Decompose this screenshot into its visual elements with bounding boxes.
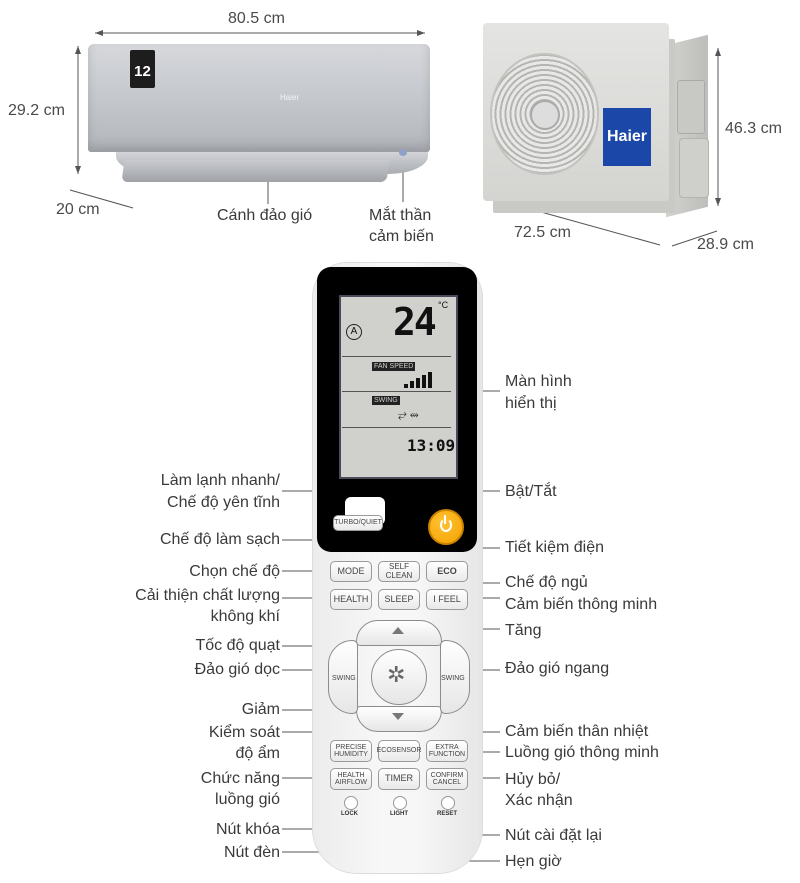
timer-callout: Hẹn giờ	[505, 853, 562, 870]
swing-left-label: SWING	[332, 675, 356, 682]
light-callout: Nút đèn	[223, 844, 280, 861]
up-arrow-icon	[392, 627, 404, 634]
sleep-callout: Chế độ ngủ	[505, 574, 588, 591]
outdoor-valve-cover	[679, 138, 709, 198]
swing-right-label: SWING	[441, 675, 465, 682]
haier-logo: Haier	[603, 108, 651, 166]
turbo-callout-line1: Làm lạnh nhanh/	[160, 472, 280, 489]
flap-label: Cánh đảo gió	[217, 207, 313, 224]
reset-button[interactable]	[441, 796, 455, 810]
auto-mode-icon: A	[346, 324, 362, 340]
lock-callout: Nút khóa	[215, 821, 280, 838]
swing-icons: ⥂ ⥈	[398, 409, 419, 421]
sensor-label-line2: cảm biến	[369, 228, 434, 245]
swing-right-button[interactable]	[440, 640, 470, 714]
swing-tag: SWING	[372, 396, 400, 405]
energy-rating-badge: 12	[130, 50, 155, 88]
airflow-callout-line2: luồng gió	[215, 791, 280, 808]
ecosensor-callout: Cảm biến thân nhiệt	[505, 723, 649, 740]
cancel-callout-line1: Hủy bỏ/	[505, 771, 561, 788]
light-label: LIGHT	[390, 811, 408, 817]
outdoor-connector	[677, 80, 705, 134]
humidity-callout-line1: Kiểm soát	[208, 724, 280, 741]
lcd-unit: °C	[438, 300, 449, 310]
power-button[interactable]	[428, 509, 464, 545]
indoor-depth-label: 20 cm	[56, 201, 100, 218]
fan-hub	[530, 100, 560, 130]
lcd-divider	[342, 356, 451, 357]
up-button[interactable]	[356, 620, 442, 646]
power-icon	[440, 518, 452, 532]
ecosensor-button[interactable]: ECOSENSOR	[377, 740, 421, 762]
ifeel-button[interactable]: I FEEL	[426, 589, 468, 610]
cancel-callout-line2: Xác nhận	[505, 792, 573, 809]
fan-speed-callout: Tốc độ quạt	[195, 637, 281, 654]
swing-vertical-callout: Đảo gió dọc	[194, 661, 280, 678]
reset-callout: Nút cài đặt lại	[505, 827, 602, 844]
power-callout: Bật/Tắt	[505, 483, 557, 500]
lock-label: LOCK	[341, 811, 358, 817]
mode-button[interactable]: MODE	[330, 561, 372, 582]
light-button[interactable]	[393, 796, 407, 810]
timer-button[interactable]: TIMER	[378, 768, 420, 790]
indoor-logo: Haier	[280, 93, 300, 102]
down-callout: Giảm	[241, 701, 280, 718]
reset-label: RESET	[437, 811, 458, 817]
sensor-eye	[399, 149, 407, 156]
sensor-label-line1: Mắt thần	[369, 207, 432, 224]
swing-horizontal-callout: Đảo gió ngang	[505, 660, 610, 677]
mode-callout: Chọn chế độ	[189, 563, 280, 580]
indoor-width-label: 80.5 cm	[228, 10, 285, 27]
eco-button[interactable]: ECO	[426, 561, 468, 582]
turbo-callout-line2: Chế độ yên tĩnh	[167, 494, 280, 511]
lcd-divider	[342, 391, 451, 392]
ifeel-callout: Cảm biến thông minh	[505, 596, 658, 613]
display-callout-line2: hiển thị	[505, 395, 557, 412]
turbo-quiet-button[interactable]: TURBO/QUIET	[333, 515, 383, 531]
eco-callout: Tiết kiệm điện	[505, 539, 604, 556]
sleep-button[interactable]: SLEEP	[378, 589, 420, 610]
fan-speed-bars-icon	[404, 370, 438, 388]
confirm-cancel-button[interactable]: CONFIRM CANCEL	[426, 768, 468, 790]
display-callout-line1: Màn hình	[505, 373, 572, 390]
down-arrow-icon	[392, 713, 404, 720]
self-clean-callout: Chế độ làm sạch	[159, 531, 280, 548]
health-button[interactable]: HEALTH	[330, 589, 372, 610]
lock-button[interactable]	[344, 796, 358, 810]
lcd-temperature: 24	[393, 300, 437, 344]
extra-function-button[interactable]: EXTRA FUNCTION	[426, 740, 468, 762]
outdoor-width-label: 72.5 cm	[514, 224, 571, 241]
lcd-time: 13:09	[407, 436, 456, 455]
outdoor-height-label: 46.3 cm	[725, 120, 782, 137]
fan-speed-button[interactable]	[371, 649, 427, 705]
airflow-callout-line1: Chức năng	[200, 770, 280, 787]
up-callout: Tăng	[505, 622, 542, 639]
indoor-unit-flap	[121, 160, 390, 182]
health-callout-line1: Cải thiện chất lượng	[135, 587, 280, 604]
health-airflow-button[interactable]: HEALTH AIRFLOW	[330, 768, 372, 790]
extra-callout: Luồng gió thông minh	[505, 744, 659, 761]
fan-icon: ✲	[387, 662, 406, 687]
self-clean-button[interactable]: SELF CLEAN	[378, 561, 420, 582]
health-callout-line2: không khí	[210, 608, 280, 625]
indoor-height-label: 29.2 cm	[8, 102, 65, 119]
lcd-divider	[342, 427, 451, 428]
outdoor-depth-label: 28.9 cm	[697, 236, 754, 253]
precise-humidity-button[interactable]: PRECISE HUMIDITY	[330, 740, 372, 762]
fan-speed-tag: FAN SPEED	[372, 362, 416, 371]
humidity-callout-line2: độ ẩm	[235, 745, 280, 762]
